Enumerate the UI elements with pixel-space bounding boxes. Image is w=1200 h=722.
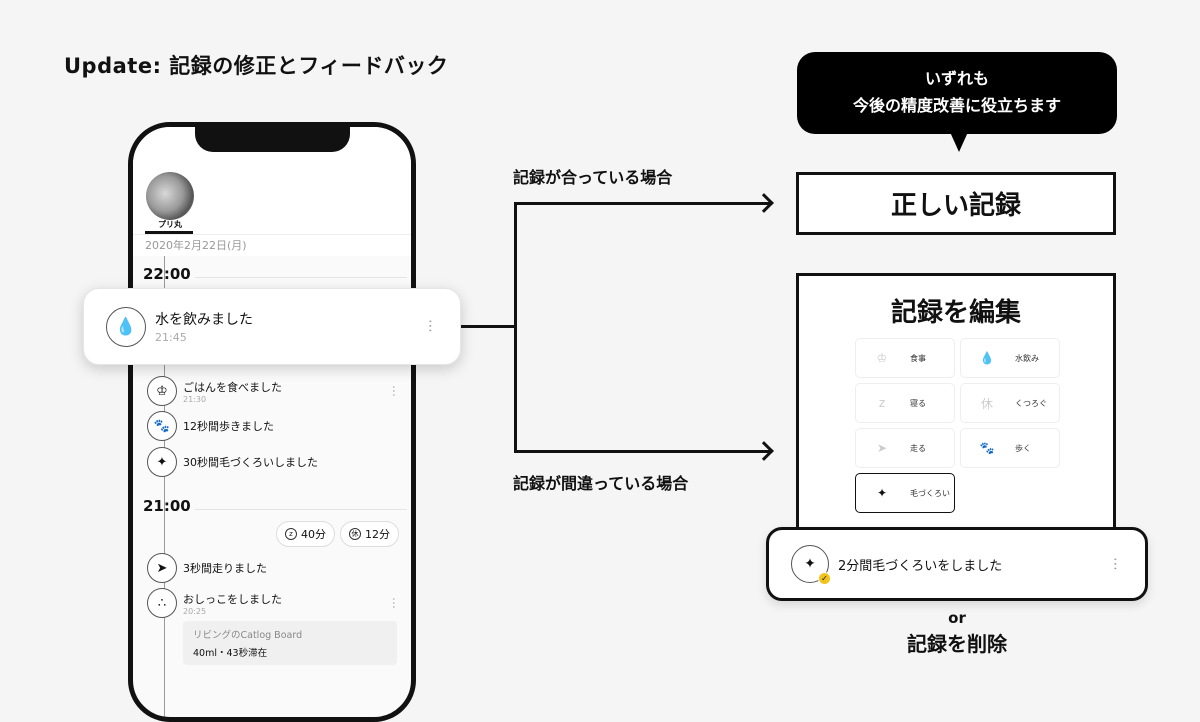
option-label: 寝る xyxy=(910,398,926,408)
pet-name[interactable]: プリ丸 xyxy=(158,220,182,229)
phone-notch xyxy=(195,127,350,152)
branch-label-wrong: 記録が間違っている場合 xyxy=(513,474,689,493)
option-label: 食事 xyxy=(910,353,926,363)
page-title: Update: 記録の修正とフィードバック xyxy=(64,54,449,78)
paw-icon: 🐾 xyxy=(979,441,995,455)
grooming-icon: ✦ xyxy=(147,447,177,477)
record-text: 2分間毛づくろいをしました xyxy=(838,558,1003,574)
entry-time: 20:25 xyxy=(183,606,207,616)
option-label: 歩く xyxy=(1015,443,1031,453)
edit-title: 記録を編集 xyxy=(890,298,1021,328)
summary-chips: z 40分 休 12分 xyxy=(276,521,399,547)
more-icon[interactable]: ⋯ xyxy=(387,385,401,397)
speech-bubble: いずれも 今後の精度改善に役立ちます xyxy=(797,52,1117,134)
water-drop-icon: 💧 xyxy=(106,306,146,347)
entry-text: ごはんを食べました xyxy=(183,380,282,394)
edited-record-card[interactable]: ✦✓ 2分間毛づくろいをしました ⋯ xyxy=(766,527,1148,601)
divider xyxy=(195,277,407,278)
hour-label: 22:00 xyxy=(143,265,191,283)
option-label: 毛づくろい xyxy=(910,488,950,498)
info-detail: 40ml・43秒滞在 xyxy=(193,648,268,659)
paw-icon: 🐾 xyxy=(147,411,177,441)
more-icon[interactable]: ⋯ xyxy=(387,597,401,609)
correct-record-button[interactable]: 正しい記録 xyxy=(796,172,1116,235)
timeline-line xyxy=(164,256,165,717)
grooming-glyph: ✦ xyxy=(804,556,816,572)
option-label: 走る xyxy=(910,443,926,453)
info-card: リビングのCatlog Board 40ml・43秒滞在 xyxy=(183,621,397,665)
branch-label-correct: 記録が合っている場合 xyxy=(513,168,673,187)
option-label: 水飲み xyxy=(1015,353,1039,363)
entry-time: 21:30 xyxy=(183,394,207,404)
check-badge-icon: ✓ xyxy=(818,572,831,585)
entry-text: 30秒間毛づくろいしました xyxy=(183,456,318,469)
entry-text: おしっこをしました xyxy=(183,592,282,606)
category-grid: ♔ 食事 💧 水飲み z 寝る 休 くつろぐ ➤ 走る 🐾 歩く ✦ 毛づくろい xyxy=(855,338,1063,513)
arrow-right-icon xyxy=(754,441,774,461)
connector-line xyxy=(514,202,772,205)
sleep-icon: z xyxy=(285,528,297,540)
avatar[interactable] xyxy=(146,172,194,220)
edit-record-panel: 記録を編集 ♔ 食事 💧 水飲み z 寝る 休 くつろぐ ➤ 走る 🐾 歩く ✦ 毛づくろい xyxy=(796,273,1116,543)
timeline-entry[interactable]: 🐾 12秒間歩きました xyxy=(147,410,401,442)
run-icon: ➤ xyxy=(147,553,177,583)
option-water[interactable]: 💧 水飲み xyxy=(960,338,1060,378)
rest-icon: 休 xyxy=(349,528,361,540)
arrow-right-icon xyxy=(754,193,774,213)
food-icon: ♔ xyxy=(876,351,888,365)
info-location: リビングのCatlog Board xyxy=(193,630,303,641)
grooming-icon: ✦ xyxy=(876,486,888,500)
option-run[interactable]: ➤ 走る xyxy=(855,428,955,468)
sleep-chip[interactable]: z 40分 xyxy=(276,521,335,547)
date-label: 2020年2月22日(月) xyxy=(145,239,247,252)
connector-line xyxy=(514,202,517,452)
option-sleep[interactable]: z 寝る xyxy=(855,383,955,423)
hour-label: 21:00 xyxy=(143,497,191,515)
option-rest[interactable]: 休 くつろぐ xyxy=(960,383,1060,423)
record-time: 21:45 xyxy=(155,331,187,344)
bubble-line-1: いずれも xyxy=(924,69,989,88)
timeline-entry[interactable]: ✦ 30秒間毛づくろいしました xyxy=(147,446,401,478)
chip-label: 12分 xyxy=(365,528,390,541)
bubble-tail xyxy=(950,132,968,152)
delete-record-label[interactable]: 記録を削除 xyxy=(907,632,1007,656)
timeline-entry[interactable]: ➤ 3秒間走りました xyxy=(147,552,401,584)
entry-text: 12秒間歩きました xyxy=(183,420,274,433)
rest-icon: 休 xyxy=(980,396,993,411)
more-icon[interactable]: ⋯ xyxy=(1107,557,1123,571)
option-walk[interactable]: 🐾 歩く xyxy=(960,428,1060,468)
divider xyxy=(195,509,407,510)
or-label: or xyxy=(948,609,966,627)
date-bar xyxy=(133,234,411,256)
chip-label: 40分 xyxy=(301,528,326,541)
record-text: 水を飲みました xyxy=(155,312,253,328)
tab-indicator xyxy=(145,231,193,234)
sleep-icon: z xyxy=(878,396,886,410)
grooming-icon: ✦✓ xyxy=(791,545,831,585)
connector-line xyxy=(461,325,516,328)
bubble-line-2: 今後の精度改善に役立ちます xyxy=(852,96,1061,115)
run-icon: ➤ xyxy=(876,441,888,455)
water-drop-icon: 💧 xyxy=(979,351,995,365)
rest-chip[interactable]: 休 12分 xyxy=(340,521,399,547)
entry-text: 3秒間走りました xyxy=(183,562,267,575)
option-grooming[interactable]: ✦ 毛づくろい xyxy=(855,473,955,513)
food-icon: ♔ xyxy=(147,376,177,406)
highlighted-record-card[interactable]: 💧 水を飲みました 21:45 ⋯ xyxy=(83,288,461,365)
connector-line xyxy=(514,450,772,453)
option-food[interactable]: ♔ 食事 xyxy=(855,338,955,378)
option-label: くつろぐ xyxy=(1015,398,1047,408)
more-icon[interactable]: ⋯ xyxy=(422,319,438,333)
pee-icon: ∴ xyxy=(147,588,177,618)
